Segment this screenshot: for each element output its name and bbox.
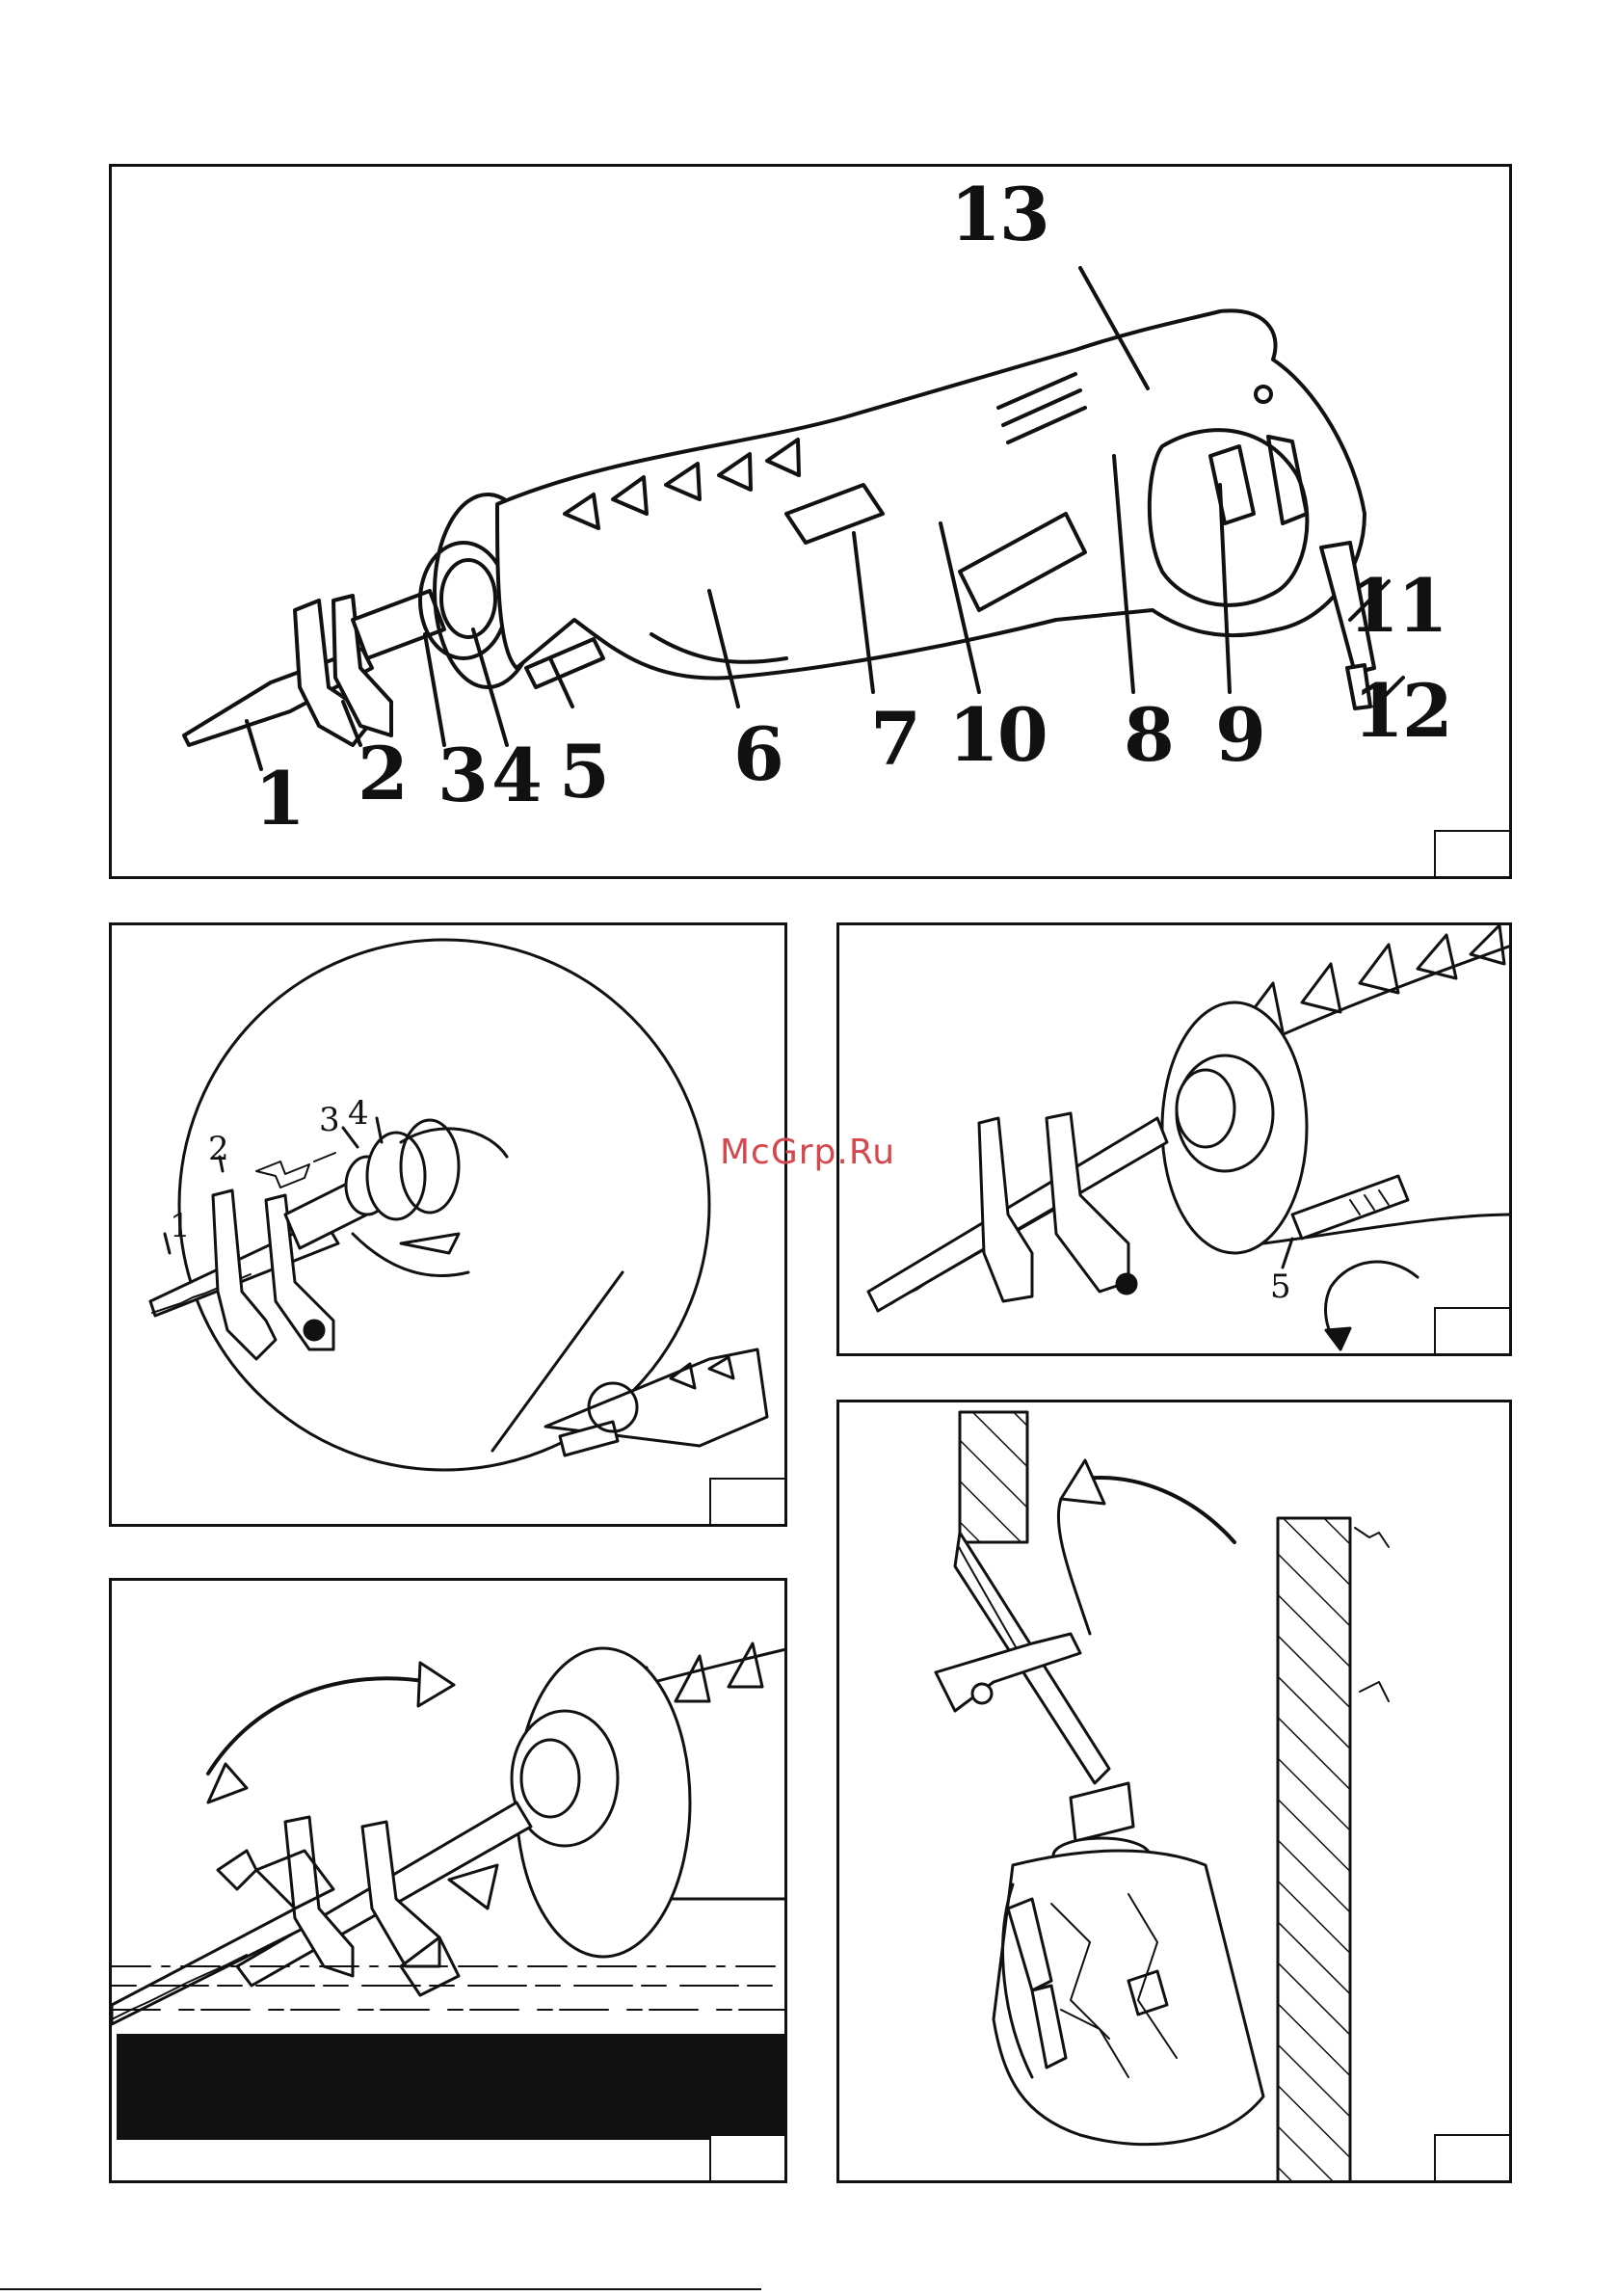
flush-cut-drawing	[839, 1402, 1512, 2183]
callout-1: 1	[170, 1210, 191, 1242]
locking-lever-drawing	[839, 925, 1512, 1356]
figure-blade-insertion-panel: 1 2 3 4	[109, 922, 787, 1527]
page-bottom-rule	[0, 2288, 761, 2290]
callout-8: 8	[1124, 699, 1173, 772]
callout-2: 2	[358, 737, 407, 811]
shoe-adjust-drawing	[112, 1581, 787, 2183]
callout-12: 12	[1353, 675, 1451, 748]
callout-1: 1	[254, 762, 304, 836]
callout-4: 4	[348, 1097, 369, 1130]
blade-insertion-drawing	[112, 925, 787, 1527]
figure-number-box	[1434, 1307, 1509, 1353]
callout-13: 13	[950, 178, 1048, 252]
callout-7: 7	[870, 703, 919, 776]
figure-number-box	[1434, 830, 1509, 876]
callout-4: 4	[491, 739, 541, 813]
callout-3: 3	[319, 1104, 340, 1136]
figure-flush-cut-panel	[836, 1400, 1512, 2183]
callout-10: 10	[948, 699, 1047, 772]
watermark-text: McGrp.Ru	[720, 1133, 895, 1172]
callout-5: 5	[559, 735, 608, 809]
callout-6: 6	[733, 718, 782, 791]
figure-locking-lever-panel: 5	[836, 922, 1512, 1356]
callout-9: 9	[1215, 699, 1264, 772]
figure-number-box	[709, 2134, 784, 2180]
figure-overview-panel: 1 2 3 4 5 6 7 10 8 9 11 12 13	[109, 164, 1512, 879]
callout-2: 2	[208, 1133, 229, 1165]
dark-band	[117, 2034, 785, 2140]
saw-overview-drawing	[112, 167, 1512, 879]
callout-11: 11	[1348, 570, 1446, 643]
figure-number-box	[709, 1478, 784, 1524]
callout-5: 5	[1270, 1270, 1291, 1303]
callout-3: 3	[438, 739, 487, 813]
figure-shoe-adjust-panel	[109, 1578, 787, 2183]
figure-number-box	[1434, 2134, 1509, 2180]
